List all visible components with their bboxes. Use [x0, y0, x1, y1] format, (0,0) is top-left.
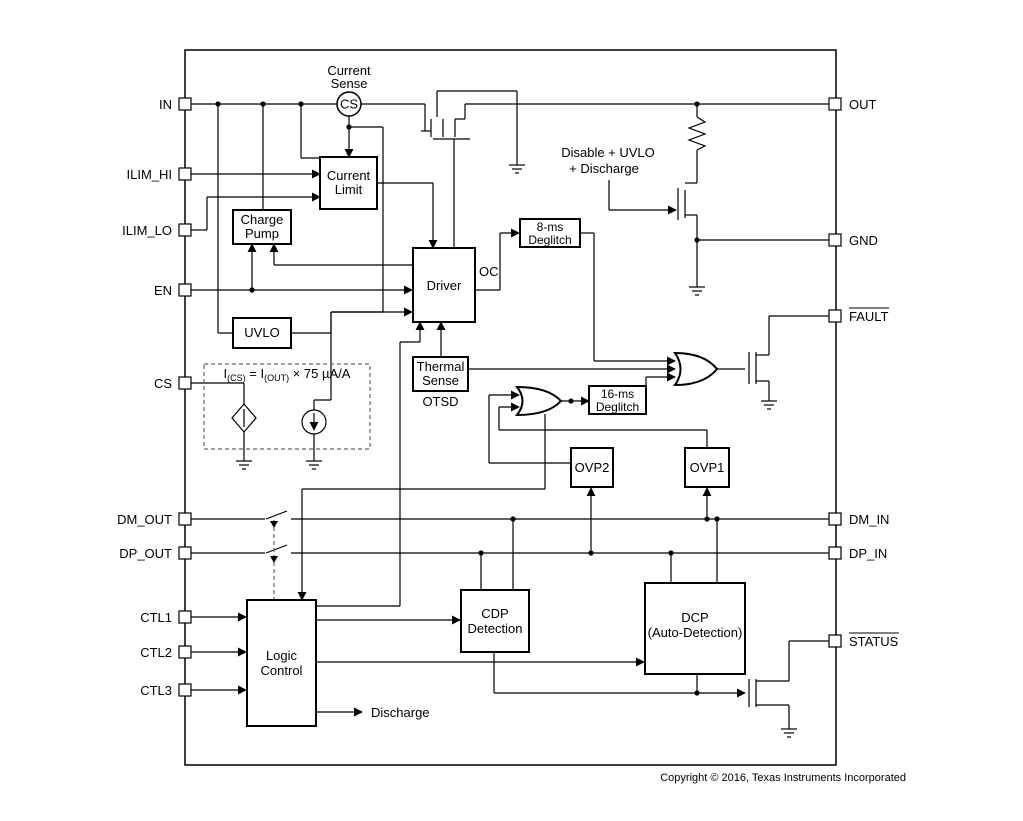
oc-label: OC — [479, 264, 499, 279]
block-ovp2: OVP2 — [570, 447, 614, 488]
pin-fault — [828, 309, 842, 323]
block-uvlo: UVLO — [232, 317, 292, 349]
junction-dots — [215, 101, 720, 696]
deglitch8-label-line1: 8-ms — [537, 220, 564, 234]
pin-label-ctl1: CTL1 — [140, 610, 172, 625]
otsd-label: OTSD — [422, 394, 458, 409]
dcp-label-line2: (Auto-Detection) — [648, 625, 743, 640]
pin-label-ctl2: CTL2 — [140, 645, 172, 660]
cdp-label-line1: CDP — [481, 606, 508, 621]
deglitch16-label-line1: 16-ms — [601, 387, 634, 401]
block-dcp: DCP (Auto-Detection) — [644, 582, 746, 675]
pin-label-en: EN — [154, 283, 172, 298]
pin-in — [178, 97, 192, 111]
pin-label-dp-in: DP_IN — [849, 546, 887, 561]
pin-en — [178, 283, 192, 297]
ovp2-label: OVP2 — [575, 460, 610, 475]
pin-label-ilim-lo: ILIM_LO — [122, 223, 172, 238]
current-sense-label-line1: Current — [327, 63, 371, 78]
pin-cs — [178, 376, 192, 390]
pin-ilim-lo — [178, 223, 192, 237]
current-limit-label-line2: Limit — [335, 182, 363, 197]
disable-label-line1: Disable + UVLO — [561, 145, 655, 160]
pin-ctl2 — [178, 645, 192, 659]
block-logic-control: Logic Control — [246, 599, 317, 727]
block-cdp-detection: CDP Detection — [460, 589, 530, 653]
block-thermal-sense: Thermal Sense — [412, 356, 469, 392]
discharge-label: Discharge — [371, 705, 430, 720]
pin-ilim-hi — [178, 167, 192, 181]
deglitch16-label-line2: Deglitch — [596, 400, 639, 414]
charge-pump-label-line1: Charge — [241, 212, 284, 227]
fault-or-gate — [673, 351, 719, 387]
pin-ctl3 — [178, 683, 192, 697]
copyright-text: Copyright © 2016, Texas Instruments Inco… — [660, 772, 906, 784]
pin-label-cs: CS — [154, 376, 172, 391]
deglitch8-label-line2: Deglitch — [528, 233, 571, 247]
uvlo-label: UVLO — [244, 325, 279, 340]
block-current-limit: Current Limit — [319, 156, 378, 210]
driver-label: Driver — [427, 278, 462, 293]
current-sense-label-line2: Sense — [331, 76, 368, 91]
pin-label-dm-in: DM_IN — [849, 512, 889, 527]
block-deglitch-16ms: 16-ms Deglitch — [588, 385, 647, 415]
pin-ctl1 — [178, 610, 192, 624]
pin-label-status: STATUS — [849, 634, 899, 649]
cs-circle-label: CS — [340, 97, 358, 112]
thermal-label-line1: Thermal — [417, 359, 465, 374]
block-deglitch-8ms: 8-ms Deglitch — [519, 218, 581, 248]
wires — [191, 90, 829, 738]
block-driver: Driver — [412, 247, 476, 323]
logic-label-line2: Control — [261, 663, 303, 678]
pin-dp-in — [828, 546, 842, 560]
thermal-label-line2: Sense — [422, 373, 459, 388]
dcp-label-line1: DCP — [681, 610, 708, 625]
right-pins — [828, 97, 842, 648]
pin-dm-out — [178, 512, 192, 526]
cs-formula: I(CS) = I(OUT) × 75 µA/A — [224, 366, 351, 383]
current-sense-circle — [336, 91, 362, 117]
pin-dm-in — [828, 512, 842, 526]
pin-out — [828, 97, 842, 111]
pin-label-in: IN — [159, 97, 172, 112]
pin-gnd — [828, 233, 842, 247]
charge-pump-label-line2: Pump — [245, 226, 279, 241]
ovp-or-gate — [514, 385, 563, 417]
cdp-label-line2: Detection — [468, 621, 523, 636]
pin-label-out: OUT — [849, 97, 877, 112]
pin-label-ilim-hi: ILIM_HI — [126, 167, 172, 182]
pin-label-gnd: GND — [849, 233, 878, 248]
pin-label-dm-out: DM_OUT — [117, 512, 172, 527]
logic-label-line1: Logic — [266, 648, 298, 663]
pin-label-dp-out: DP_OUT — [119, 546, 172, 561]
pin-label-ctl3: CTL3 — [140, 683, 172, 698]
chip-outline — [184, 49, 837, 766]
pin-dp-out — [178, 546, 192, 560]
current-limit-label-line1: Current — [327, 168, 371, 183]
block-charge-pump: Charge Pump — [232, 209, 292, 245]
pin-status — [828, 634, 842, 648]
disable-label-line2: + Discharge — [569, 161, 639, 176]
ovp1-label: OVP1 — [690, 460, 725, 475]
pin-label-fault: FAULT — [849, 309, 889, 324]
block-ovp1: OVP1 — [684, 447, 730, 488]
left-pins — [178, 97, 192, 697]
